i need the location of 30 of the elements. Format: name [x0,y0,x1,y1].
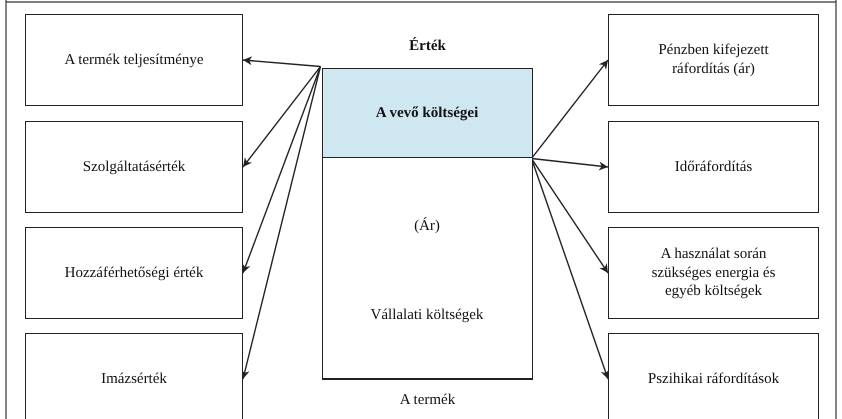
text-box [25,227,243,319]
text-box [608,14,819,106]
node-text: Hozzáférhetőségi érték [64,264,204,282]
node-text: Szolgáltatásérték [82,158,186,176]
node-text: Imázsérték [101,370,167,388]
node-text: Időráfordítás [674,158,752,176]
text-box [608,227,819,319]
text-box [322,68,532,160]
text-box [25,121,243,213]
node-text: Vállalati költségek [370,306,484,325]
text-box [25,333,243,419]
arrow [531,158,608,170]
arrow [530,60,609,159]
text-box [608,333,819,419]
heading-text: A termék [398,392,456,409]
node-text: A használat során szükséges energia és egyéb költségek [650,244,776,302]
text-box [25,14,243,106]
node-text: A termék teljesítménye [64,50,204,70]
node-text: Pszihikai ráfordítások [648,370,780,388]
arrow [242,66,322,274]
heading-text: Érték [408,38,447,55]
arrow [242,66,322,168]
node-text: Pénzben kifejezett ráfordítás (ár) [657,41,770,79]
node-text: (Ár) [414,217,440,236]
arrow [242,56,321,68]
text-box [322,157,532,379]
arrow [530,158,609,274]
node-text: A vevő költségei [376,104,478,123]
text-box [608,121,819,213]
column-box [322,68,533,380]
